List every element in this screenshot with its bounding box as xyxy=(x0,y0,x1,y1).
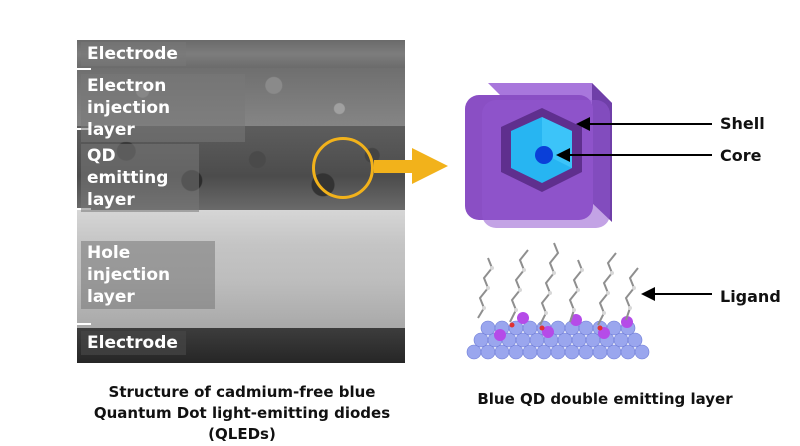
qd-emitting-label: QD emitting layer xyxy=(81,144,199,212)
electrode-bottom-text: Electrode xyxy=(87,333,178,353)
zoom-highlight-circle xyxy=(312,137,374,199)
hole-injection-label: Hole injection layer xyxy=(81,241,215,309)
hole-injection-text-2: layer xyxy=(87,287,135,307)
shell-pointer-arrow xyxy=(576,117,712,131)
electron-injection-text-1: Electron injection xyxy=(87,76,171,118)
left-caption-line2: Quantum Dot light-emitting diodes (QLEDs… xyxy=(93,404,391,443)
qd-emitting-text-2: layer xyxy=(87,190,135,210)
left-caption-line1: Structure of cadmium-free blue xyxy=(108,383,376,401)
core-dot xyxy=(535,146,553,164)
hole-injection-text-1: Hole injection xyxy=(87,243,171,285)
electron-injection-label: Electron injection layer xyxy=(81,74,245,142)
left-caption: Structure of cadmium-free blue Quantum D… xyxy=(77,382,407,445)
ligand-pointer-arrow xyxy=(641,287,712,301)
electron-injection-text-2: layer xyxy=(87,120,135,140)
ligand-molecule-model xyxy=(466,242,650,360)
ligand-label: Ligand xyxy=(720,287,781,306)
core-label: Core xyxy=(720,146,762,165)
right-caption: Blue QD double emitting layer xyxy=(477,390,733,408)
electrode-bottom-label: Electrode xyxy=(81,331,186,355)
qd-emitting-text-1: QD emitting xyxy=(87,146,169,188)
quantum-dot-cube xyxy=(465,83,612,228)
zoom-arrow-icon xyxy=(374,148,448,184)
layer-tick xyxy=(77,323,91,325)
electrode-top-label: Electrode xyxy=(81,42,186,66)
electrode-top-text: Electrode xyxy=(87,44,178,64)
core-pointer-arrow xyxy=(556,148,712,162)
shell-label: Shell xyxy=(720,114,765,133)
layer-tick xyxy=(77,68,91,70)
